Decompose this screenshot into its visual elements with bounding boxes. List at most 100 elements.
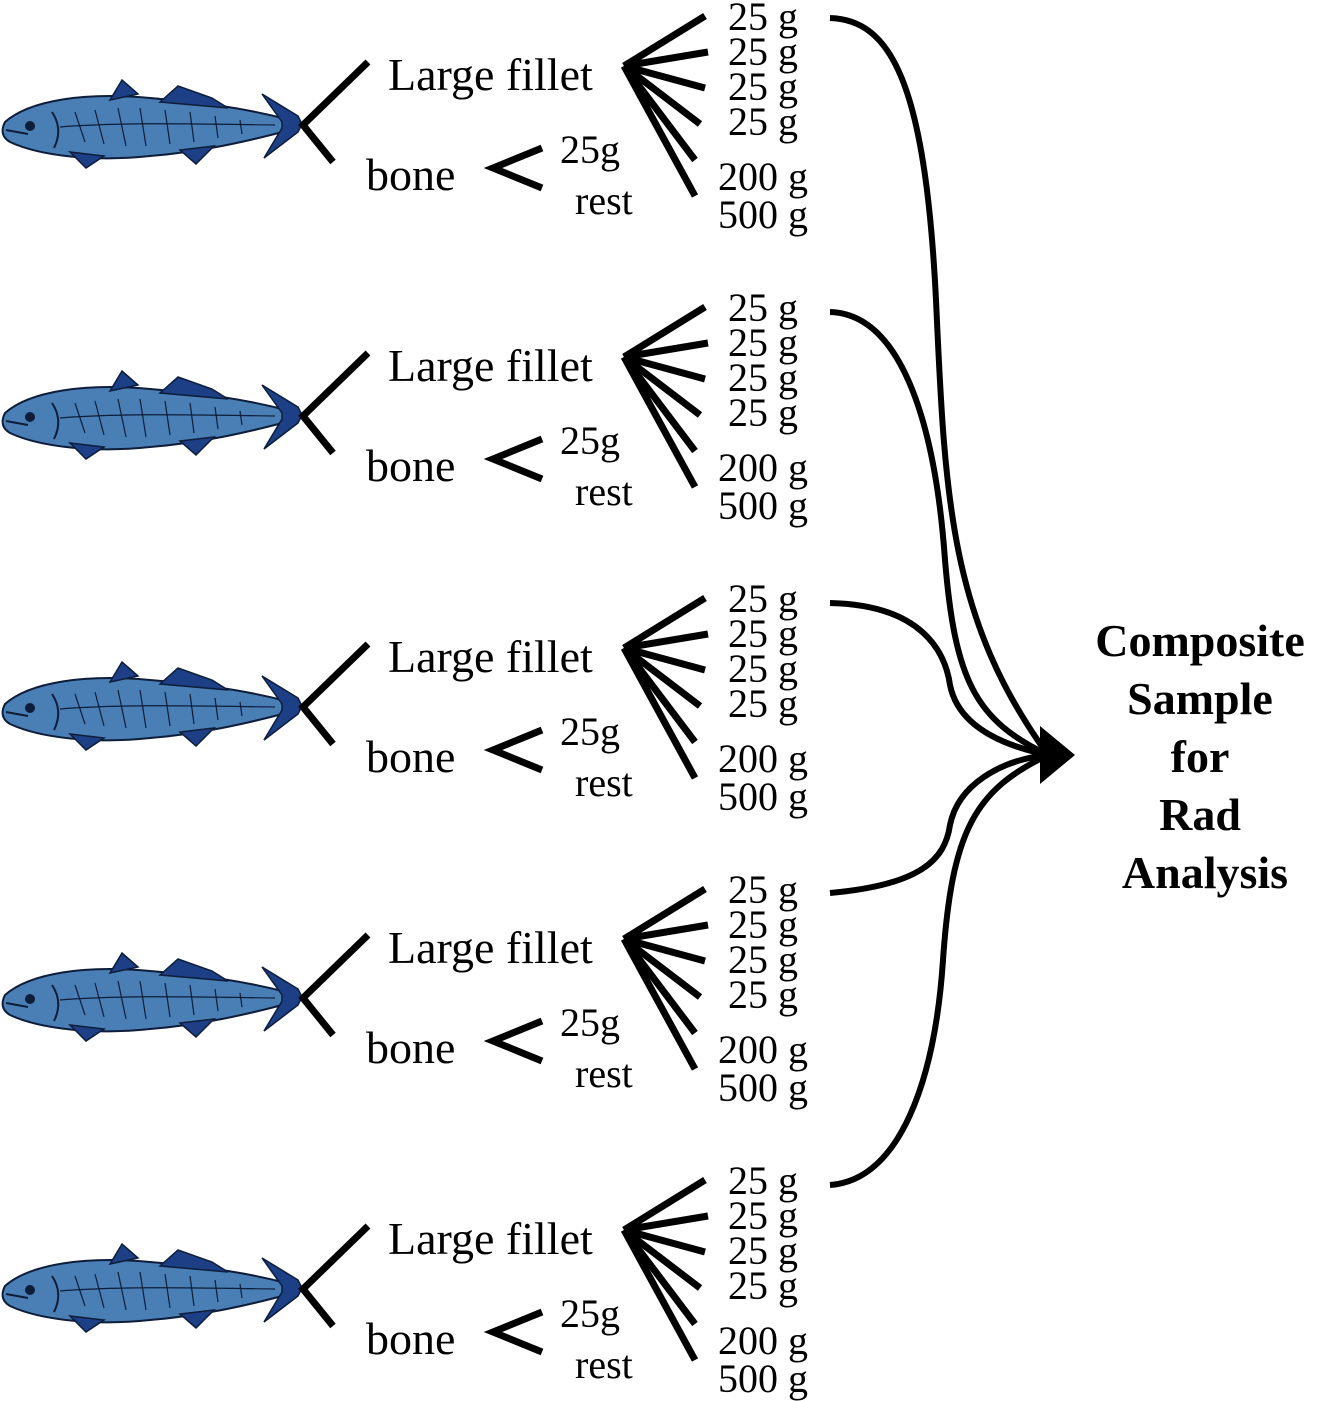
composite-line-2: Sample xyxy=(1127,673,1273,724)
bone-part-rest: rest xyxy=(575,760,633,805)
portion-label: 500 g xyxy=(718,774,808,819)
portion-branch-line xyxy=(622,13,707,69)
portion-branch-line xyxy=(623,1226,706,1256)
bone-part-25g: 25g xyxy=(560,1291,620,1336)
portion-label: 25 g xyxy=(728,646,798,691)
composite-line-4: Rad xyxy=(1159,789,1241,840)
composite-arrowhead xyxy=(1040,726,1075,784)
portion-label: 25 g xyxy=(728,29,798,74)
bone-label: bone xyxy=(366,440,455,491)
portion-label: 25 g xyxy=(728,64,798,109)
bone-split-bracket xyxy=(483,726,544,774)
portion-label: 25 g xyxy=(728,285,798,330)
large-fillet-label: Large fillet xyxy=(388,1213,593,1264)
bone-part-rest: rest xyxy=(575,1051,633,1096)
portion-label: 500 g xyxy=(718,1356,808,1401)
portion-label: 25 g xyxy=(728,1263,798,1308)
connector-row-1 xyxy=(829,15,1051,757)
portion-label: 25 g xyxy=(728,99,798,144)
portion-branch-line xyxy=(620,937,699,1071)
portion-label: 25 g xyxy=(728,576,798,621)
portion-label: 200 g xyxy=(718,736,808,781)
portion-label: 500 g xyxy=(718,1065,808,1110)
bone-label: bone xyxy=(366,731,455,782)
portion-branch-line xyxy=(620,646,699,780)
portion-label: 500 g xyxy=(718,483,808,528)
portion-label: 25 g xyxy=(728,681,798,726)
portion-label: 25 g xyxy=(728,0,798,39)
bone-split-bracket xyxy=(483,435,544,483)
fish-split-bracket xyxy=(298,1223,371,1329)
portion-branch-line xyxy=(623,339,709,361)
bone-label: bone xyxy=(366,1022,455,1073)
portion-label: 25 g xyxy=(728,1228,798,1273)
portion-label: 200 g xyxy=(718,445,808,490)
bone-label: bone xyxy=(366,149,455,200)
portion-label: 25 g xyxy=(728,1193,798,1238)
portion-branch-line xyxy=(623,935,706,965)
portion-label: 500 g xyxy=(718,192,808,237)
fish-split-bracket xyxy=(298,932,371,1038)
portion-branch-line xyxy=(622,886,707,942)
bone-part-25g: 25g xyxy=(560,709,620,754)
portion-branch-line xyxy=(622,304,707,360)
portion-branch-line xyxy=(623,644,706,674)
connector-row-2 xyxy=(829,309,1050,758)
portion-branch-line xyxy=(622,595,707,651)
bone-part-rest: rest xyxy=(575,1342,633,1387)
portion-branch-line xyxy=(621,354,703,418)
fish-split-bracket xyxy=(298,59,371,165)
bone-part-rest: rest xyxy=(575,178,633,223)
portion-label: 25 g xyxy=(728,320,798,365)
large-fillet-label: Large fillet xyxy=(388,49,593,100)
bone-part-25g: 25g xyxy=(560,418,620,463)
portion-label: 25 g xyxy=(728,867,798,912)
fish-icon xyxy=(1,952,304,1042)
portion-branch-line xyxy=(623,48,709,70)
portion-branch-line xyxy=(623,1212,709,1234)
portion-branch-line xyxy=(623,921,709,943)
portion-label: 200 g xyxy=(718,154,808,199)
bone-part-25g: 25g xyxy=(560,1000,620,1045)
fish-split-bracket xyxy=(298,641,371,747)
connector-group xyxy=(829,15,1051,1188)
portion-branch-line xyxy=(620,1228,699,1362)
portion-branch-line xyxy=(623,62,706,92)
composite-line-3: for xyxy=(1171,731,1230,782)
bone-part-25g: 25g xyxy=(560,127,620,172)
composite-label: Composite Sample for Rad Analysis xyxy=(1095,615,1305,898)
portion-label: 25 g xyxy=(728,1158,798,1203)
portion-label: 25 g xyxy=(728,355,798,400)
portion-branch-line xyxy=(621,63,703,127)
large-fillet-label: Large fillet xyxy=(388,631,593,682)
bone-split-bracket xyxy=(483,144,544,192)
portion-branch-line xyxy=(620,355,699,489)
bone-part-rest: rest xyxy=(575,469,633,514)
portion-label: 25 g xyxy=(728,902,798,947)
portion-branch-line xyxy=(621,936,703,1000)
fish-icon xyxy=(1,661,304,751)
composite-line-1: Composite xyxy=(1095,615,1305,666)
connector-row-5 xyxy=(829,752,1050,1188)
portion-label: 200 g xyxy=(718,1318,808,1363)
large-fillet-label: Large fillet xyxy=(388,340,593,391)
fish-icon xyxy=(1,370,304,460)
portion-branch-line xyxy=(623,353,706,383)
portion-label: 200 g xyxy=(718,1027,808,1072)
connector-row-3 xyxy=(829,600,1049,758)
portion-label: 25 g xyxy=(728,972,798,1017)
fish-icon xyxy=(1,1243,304,1333)
fish-split-bracket xyxy=(298,350,371,456)
connector-row-4 xyxy=(829,752,1049,896)
bone-split-bracket xyxy=(483,1308,544,1356)
bone-label: bone xyxy=(366,1313,455,1364)
portion-branch-line xyxy=(623,630,709,652)
portion-branch-line xyxy=(622,1177,707,1233)
portion-label: 25 g xyxy=(728,937,798,982)
portion-branch-line xyxy=(620,64,699,198)
